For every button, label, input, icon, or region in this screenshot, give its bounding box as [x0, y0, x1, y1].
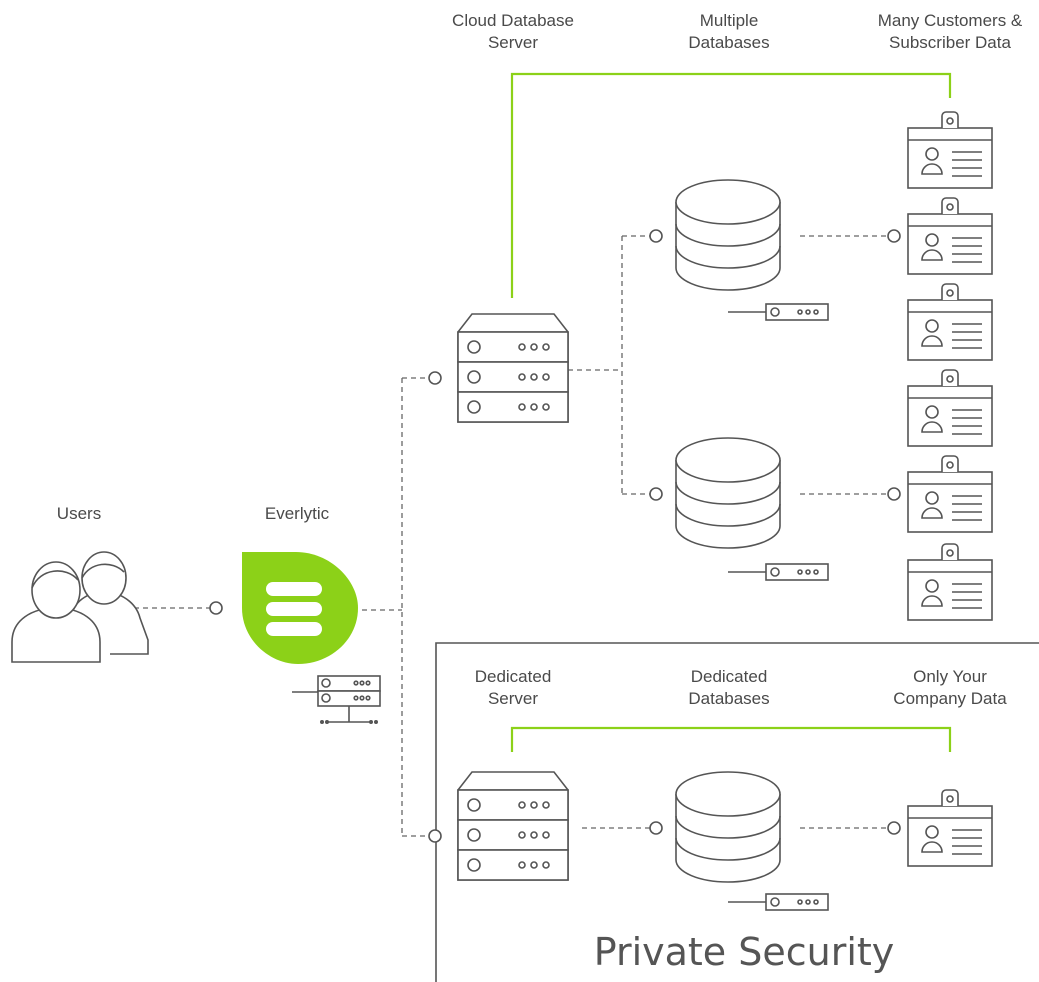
cloud-server-label: Cloud Database Server	[452, 10, 574, 54]
id-card-icon-3	[907, 283, 993, 361]
private-security-border	[435, 642, 1039, 982]
id-card-icon-1	[907, 111, 993, 189]
database-icon-2	[675, 437, 781, 549]
company-data-label-line-1: Only Your	[913, 667, 987, 686]
many-customers-label-line-1: Many Customers &	[877, 11, 1023, 30]
network-device-icon-3	[727, 893, 829, 911]
dedicated-server-label-line-2: Server	[487, 689, 539, 708]
everlytic-label: Everlytic	[264, 504, 330, 523]
private-security-label: Private Security	[593, 930, 895, 974]
multiple-db-label-line-1: Multiple	[699, 11, 759, 30]
dedicated-server-label-line-1: Dedicated	[474, 667, 552, 686]
cloud-server-label-line-2: Server	[487, 33, 539, 52]
network-switch-icon	[292, 675, 381, 724]
dedicated-db-label-line-2: Databases	[688, 689, 770, 708]
company-data-label: Only Your Company Data	[893, 666, 1006, 710]
id-card-icon-7	[907, 789, 993, 867]
dedicated-db-label: Dedicated Databases	[688, 666, 769, 710]
everlytic-logo	[242, 552, 358, 664]
database-icon-1	[675, 179, 781, 291]
id-card-icon-4	[907, 369, 993, 447]
id-card-icon-6	[907, 543, 993, 621]
many-customers-label: Many Customers & Subscriber Data	[878, 10, 1023, 54]
dedicated-server-label: Dedicated Server	[475, 666, 552, 710]
id-card-icon-5	[907, 455, 993, 533]
dedicated-database-icon	[675, 771, 781, 883]
multiple-db-label: Multiple Databases	[688, 10, 769, 54]
network-device-icon-2	[727, 563, 829, 581]
multiple-db-label-line-2: Databases	[688, 33, 770, 52]
connectors	[134, 229, 901, 843]
network-device-icon-1	[727, 303, 829, 321]
many-customers-label-line-2: Subscriber Data	[889, 33, 1011, 52]
cloud-bracket	[510, 72, 952, 298]
dedicated-db-label-line-1: Dedicated	[690, 667, 768, 686]
dedicated-server-icon	[457, 771, 569, 881]
users-icon	[11, 551, 149, 663]
cloud-server-icon	[457, 313, 569, 423]
company-data-label-line-2: Company Data	[893, 689, 1007, 708]
dedicated-bracket	[510, 726, 952, 752]
cloud-server-label-line-1: Cloud Database	[452, 11, 574, 30]
users-label: Users	[56, 504, 102, 523]
id-card-icon-2	[907, 197, 993, 275]
